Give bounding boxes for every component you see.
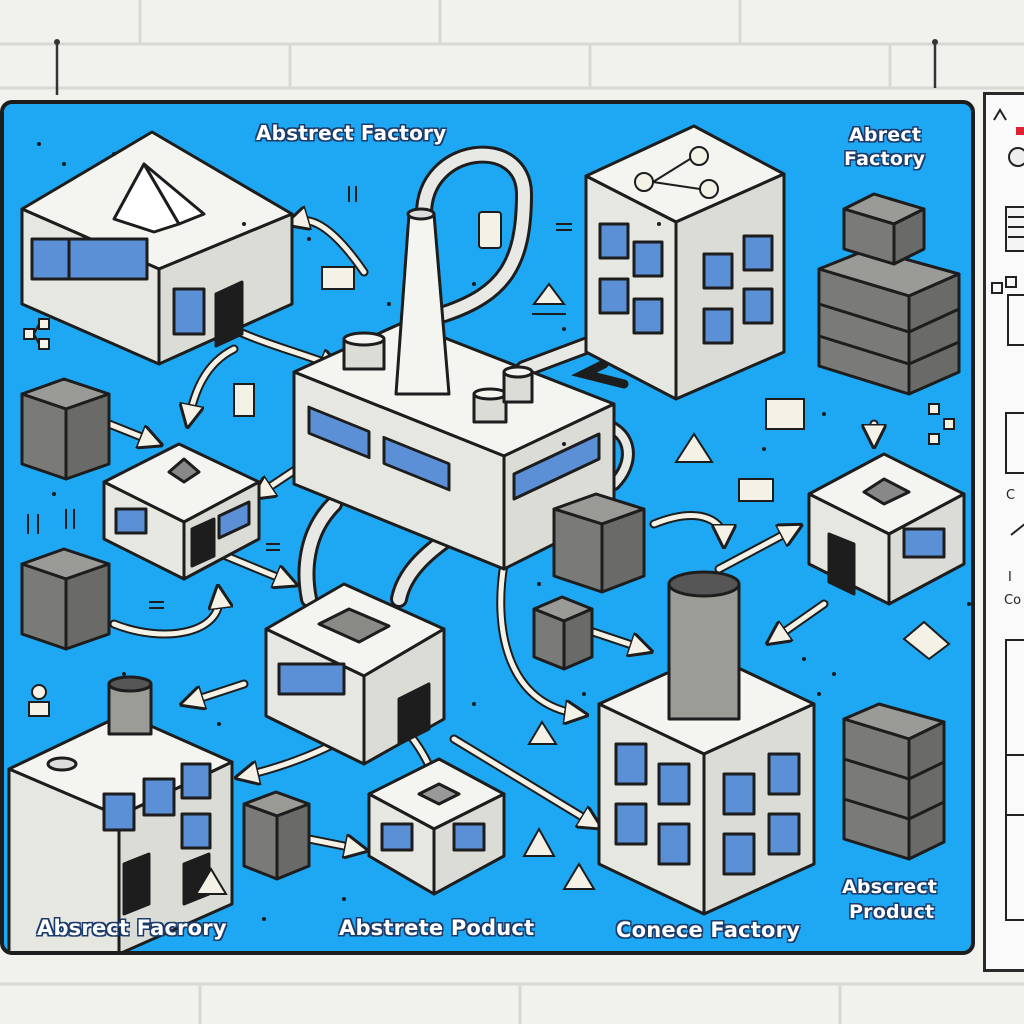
diagram-board: Abstrect Factory Abrect Factory Absrect … — [0, 100, 975, 955]
block-stack-bottom-right — [842, 702, 946, 861]
building-right-small — [807, 452, 966, 606]
block-left-1 — [20, 377, 111, 481]
building-top-left — [20, 130, 294, 366]
block-stack-top-right — [817, 192, 961, 396]
label-bottom-mid-right: Conece Factory — [616, 918, 801, 942]
building-top-right — [584, 124, 786, 401]
label-bottom-right-2: Product — [849, 901, 935, 923]
side-text-co: Co — [1004, 593, 1022, 608]
building-bottom-center — [367, 757, 506, 896]
label-top-center: Abstrect Factory — [256, 121, 447, 145]
block-center — [552, 492, 646, 594]
side-panel: C I Co — [983, 92, 1024, 972]
building-bottom-left — [7, 675, 234, 951]
side-panel-art — [991, 108, 1024, 921]
building-center-factory — [292, 207, 616, 571]
diagram-art — [7, 124, 971, 951]
label-bottom-center: Abstrete Poduct — [339, 916, 535, 940]
side-text-i: I — [1008, 570, 1012, 585]
block-bottom — [242, 790, 311, 881]
building-left-small — [102, 442, 261, 581]
building-center-small — [264, 582, 446, 766]
buildings — [7, 124, 966, 951]
block-left-2 — [20, 547, 111, 651]
doodles — [23, 142, 971, 921]
label-bottom-right-1: Abscrect — [842, 876, 938, 898]
blocks — [20, 192, 961, 881]
building-bottom-right — [597, 570, 816, 916]
label-top-right-1: Abrect — [849, 124, 922, 146]
block-center-small — [532, 595, 594, 671]
side-text-c: C — [1006, 488, 1016, 503]
label-top-right-2: Factory — [844, 148, 926, 170]
label-bottom-left: Absrect Facrory — [37, 916, 227, 940]
